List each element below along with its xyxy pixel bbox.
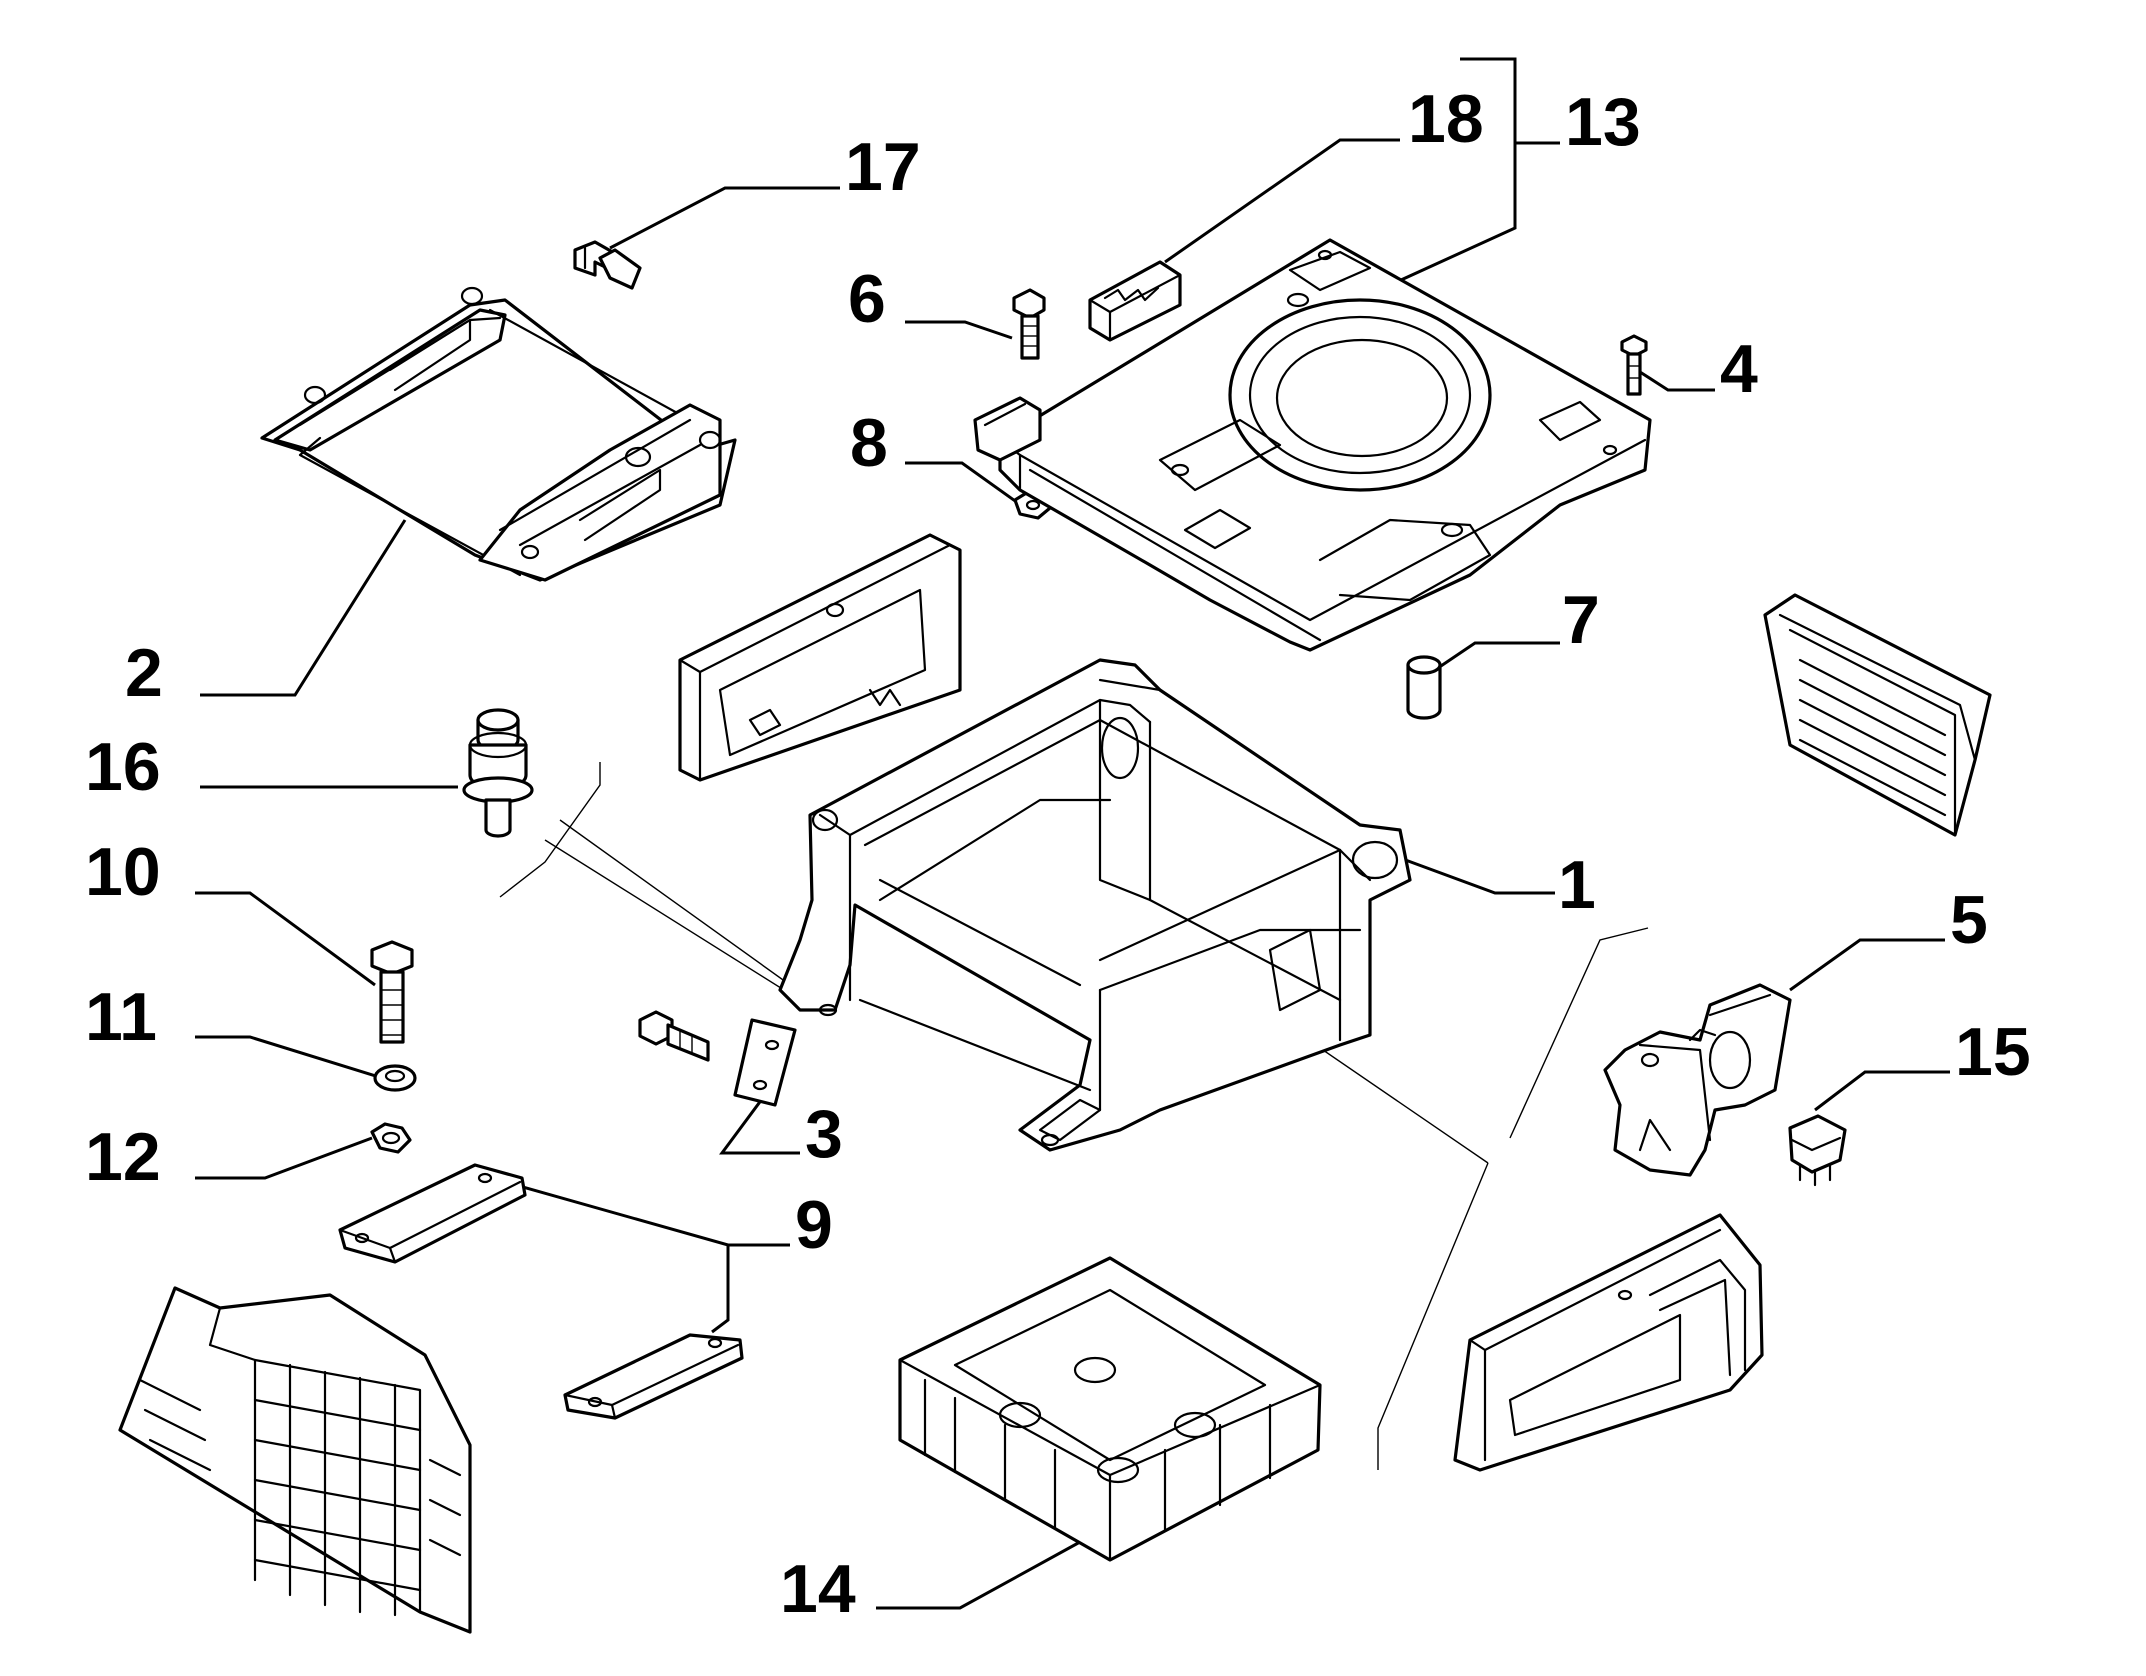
part-14-tray: [898, 1256, 1322, 1562]
part-3-bolt: [638, 1010, 710, 1062]
part-15-switch: [1788, 1114, 1847, 1187]
callout-7: 7: [1562, 582, 1600, 658]
part-3-spacer-plate: [733, 1018, 797, 1107]
part-13-base-plate: [973, 238, 1652, 652]
callout-1: 1: [1558, 847, 1596, 923]
callout-14: 14: [780, 1551, 856, 1627]
right-lower-side-panel: [1453, 1213, 1764, 1472]
part-7-pin: [1406, 655, 1442, 720]
right-upper-grille: [1763, 593, 1992, 837]
leader-17: [609, 186, 840, 250]
callout-6: 6: [848, 261, 886, 337]
callout-2: 2: [125, 635, 163, 711]
callout-18: 18: [1408, 81, 1484, 157]
part-16-push-pin: [462, 708, 534, 838]
part-9-brackets: [338, 1163, 744, 1420]
part-5-mount: [1603, 983, 1792, 1177]
lower-left-grille: [118, 1286, 472, 1634]
leader-6: [905, 320, 1013, 340]
callout-5: 5: [1950, 882, 1988, 958]
part-18-pad: [1088, 260, 1182, 342]
part-10-bolt: [370, 940, 414, 1044]
callout-9: 9: [795, 1187, 833, 1263]
leader-18: [1164, 138, 1400, 264]
callout-10: 10: [85, 834, 161, 910]
callout-11: 11: [85, 979, 157, 1055]
part-17-clip: [573, 240, 642, 290]
part-1-main-frame: [778, 658, 1412, 1152]
leader-11: [195, 1035, 383, 1080]
leader-1: [1399, 856, 1555, 895]
leader-8: [905, 461, 1019, 505]
leader-14: [876, 1540, 1081, 1610]
callout-17: 17: [845, 129, 921, 205]
leader-9a: [497, 1178, 790, 1247]
callout-13: 13: [1565, 84, 1641, 160]
leader-4: [1639, 370, 1715, 392]
callout-3: 3: [805, 1096, 843, 1172]
callout-labels: 1 2 3 4 5 6 7 8 9 10 11 12 13 14 15 16 1…: [85, 81, 2031, 1627]
callout-4: 4: [1720, 331, 1758, 407]
callout-12: 12: [85, 1119, 161, 1195]
part-2-seat-frame: [260, 286, 737, 582]
callout-15: 15: [1955, 1014, 2031, 1090]
leader-12: [195, 1136, 373, 1180]
leader-2: [200, 519, 407, 697]
upper-side-panel: [678, 533, 962, 782]
leader-5: [1789, 938, 1945, 992]
leader-15: [1814, 1070, 1950, 1112]
leader-13b: [1389, 57, 1517, 287]
leader-10: [195, 891, 376, 987]
callout-8: 8: [850, 405, 888, 481]
part-6-bolt: [1012, 288, 1046, 360]
part-11-washer: [373, 1064, 417, 1092]
part-12-nut: [370, 1122, 412, 1154]
leader-3: [719, 1094, 800, 1155]
leader-7: [1434, 641, 1560, 672]
callout-16: 16: [85, 729, 161, 805]
leader-9b: [711, 1245, 730, 1334]
part-4-bolt: [1620, 334, 1648, 396]
leader-lines: [195, 57, 1950, 1610]
